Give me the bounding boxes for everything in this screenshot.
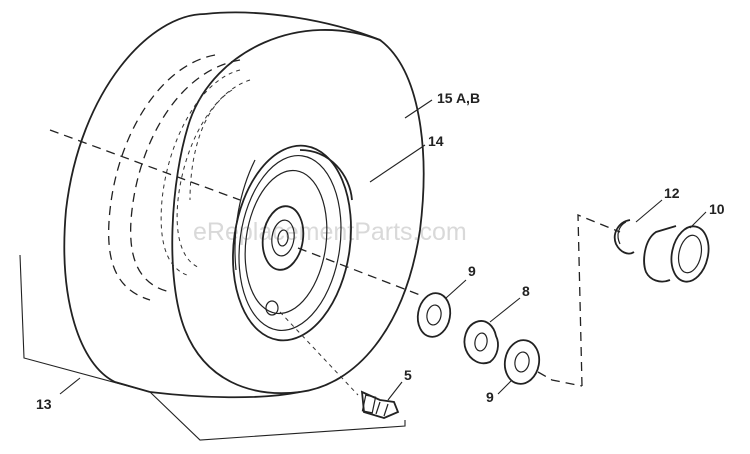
bearing: [643, 225, 710, 283]
label-10: 10: [709, 201, 725, 217]
snap-ring: [613, 219, 635, 255]
star-washer: [463, 320, 499, 365]
label-8: 8: [522, 283, 530, 299]
leader-15: [404, 99, 433, 119]
label-14: 14: [428, 133, 444, 149]
label-9-lower: 9: [486, 389, 494, 405]
label-12: 12: [664, 185, 680, 201]
tire: [63, 11, 425, 399]
assembly-path-vertical: [577, 214, 621, 387]
washer-lower: [503, 339, 541, 385]
assembly-path-line: [537, 371, 583, 387]
leader-12: [635, 199, 663, 223]
leader-8: [489, 297, 521, 323]
washer-upper: [416, 292, 452, 338]
wheel-rim: [232, 144, 353, 342]
leader-5: [387, 381, 403, 401]
leader-14: [369, 144, 426, 183]
label-15ab: 15 A,B: [437, 90, 480, 106]
label-5: 5: [404, 367, 412, 383]
bracket-bottom: [149, 391, 406, 441]
leader-9a: [445, 279, 467, 299]
axle-centerline-left: [49, 129, 241, 201]
label-13: 13: [36, 396, 52, 412]
bracket-13: [19, 254, 151, 393]
valve-stem: [279, 311, 400, 419]
leader-9b: [497, 379, 513, 395]
leader-13: [59, 377, 81, 395]
axle-centerline-right: [297, 247, 421, 296]
wheel-hub: [261, 205, 305, 316]
leader-10: [689, 211, 707, 229]
label-9-upper: 9: [468, 263, 476, 279]
